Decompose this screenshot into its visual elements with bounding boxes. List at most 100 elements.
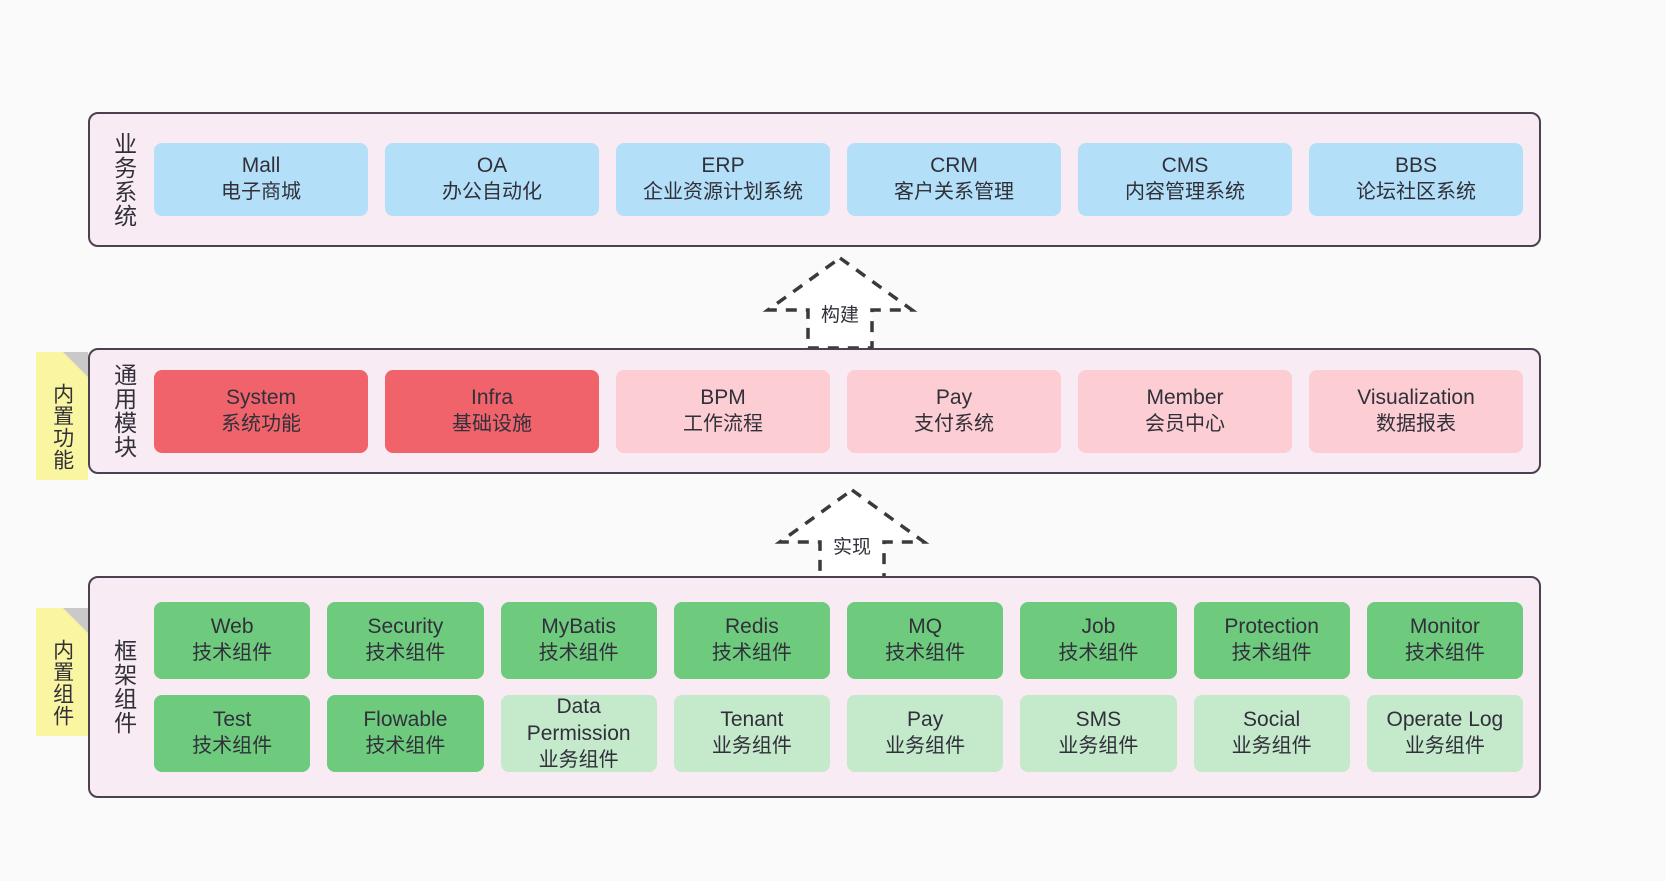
connector-label-realize: 实现 (832, 537, 871, 558)
connector-label-build: 构建 (820, 305, 859, 326)
module-card-subtitle: 业务组件 (885, 735, 966, 758)
module-card-name: Redis (725, 615, 779, 639)
module-card-erp[interactable]: ERP 企业资源计划系统 (616, 143, 830, 216)
module-card-name: Member (1146, 385, 1224, 409)
card-row: System 系统功能 Infra 基础设施 BPM 工作流程 Pay 支付系统… (154, 369, 1523, 453)
module-card-subtitle: 技术组件 (711, 642, 792, 665)
module-card-subtitle: 技术组件 (1231, 642, 1312, 665)
module-card-subtitle: 办公自动化 (442, 181, 542, 204)
module-card-name: BPM (700, 385, 746, 409)
card-row: Web 技术组件 Security 技术组件 MyBatis 技术组件 Redi… (154, 602, 1523, 679)
layer-business-system: 业务系统 Mall 电子商城 OA 办公自动化 ERP 企业资源计划系统 CRM… (88, 112, 1541, 247)
card-row: Mall 电子商城 OA 办公自动化 ERP 企业资源计划系统 CRM 客户关系… (154, 143, 1523, 216)
module-card-bpm[interactable]: BPM 工作流程 (616, 369, 830, 453)
module-card-subtitle: 技术组件 (1058, 642, 1139, 665)
module-card-name: Protection (1224, 615, 1319, 639)
module-card-security[interactable]: Security 技术组件 (327, 602, 484, 679)
module-card-name: Infra (470, 385, 514, 409)
module-card-subtitle: 技术组件 (885, 642, 966, 665)
module-card-test[interactable]: Test 技术组件 (154, 695, 311, 772)
module-card-social[interactable]: Social 业务组件 (1193, 695, 1350, 772)
module-card-name: SMS (1075, 708, 1122, 732)
module-card-crm[interactable]: CRM 客户关系管理 (847, 143, 1061, 216)
module-card-subtitle: 业务组件 (1058, 735, 1139, 758)
module-card-name: Flowable (363, 708, 448, 732)
module-card-pay[interactable]: Pay 支付系统 (847, 369, 1061, 453)
module-card-name: CRM (930, 154, 978, 178)
module-card-operate-log[interactable]: Operate Log 业务组件 (1366, 695, 1523, 772)
module-card-subtitle: 基础设施 (452, 412, 532, 435)
module-card-mq[interactable]: MQ 技术组件 (847, 602, 1004, 679)
layer-common-module: 通用模块 System 系统功能 Infra 基础设施 BPM 工作流程 Pay… (88, 348, 1541, 474)
module-card-name: Mall (241, 154, 281, 178)
card-row: Test 技术组件 Flowable 技术组件 Data Permission … (154, 695, 1523, 772)
module-card-infra[interactable]: Infra 基础设施 (385, 369, 599, 453)
module-card-redis[interactable]: Redis 技术组件 (673, 602, 830, 679)
module-card-mall[interactable]: Mall 电子商城 (154, 143, 368, 216)
module-card-name: Web (210, 615, 254, 639)
module-card-subtitle: 工作流程 (683, 412, 763, 435)
module-card-subtitle: 数据报表 (1376, 412, 1456, 435)
module-card-subtitle: 论坛社区系统 (1356, 181, 1476, 204)
module-card-sms[interactable]: SMS 业务组件 (1020, 695, 1177, 772)
module-card-subtitle: 系统功能 (221, 412, 301, 435)
connector-realize: 实现 (772, 486, 932, 582)
module-card-tenant[interactable]: Tenant 业务组件 (673, 695, 830, 772)
module-card-name: Tenant (720, 708, 784, 732)
layer-title-common-module: 通用模块 (110, 363, 137, 459)
module-card-name: Visualization (1357, 385, 1475, 409)
layer-framework-component: 框架组件 Web 技术组件 Security 技术组件 MyBatis 技术组件… (88, 576, 1541, 798)
module-card-name: Social (1243, 708, 1301, 732)
module-card-bbs[interactable]: BBS 论坛社区系统 (1309, 143, 1523, 216)
module-card-name: MQ (908, 615, 943, 639)
module-card-protection[interactable]: Protection 技术组件 (1193, 602, 1350, 679)
module-card-subtitle: 技术组件 (1404, 642, 1485, 665)
module-card-system[interactable]: System 系统功能 (154, 369, 368, 453)
module-card-subtitle: 技术组件 (365, 735, 446, 758)
module-card-name: Pay (907, 708, 944, 732)
module-card-name: Security (367, 615, 444, 639)
module-card-visualization[interactable]: Visualization 数据报表 (1309, 369, 1523, 453)
module-card-mybatis[interactable]: MyBatis 技术组件 (500, 602, 657, 679)
layer-title-business-system: 业务系统 (110, 131, 137, 228)
connector-build: 构建 (760, 254, 920, 350)
module-card-name: Monitor (1409, 615, 1480, 639)
module-card-subtitle: 技术组件 (538, 642, 619, 665)
module-card-data-permission[interactable]: Data Permission 业务组件 (500, 695, 657, 772)
module-card-cms[interactable]: CMS 内容管理系统 (1078, 143, 1292, 216)
module-card-oa[interactable]: OA 办公自动化 (385, 143, 599, 216)
dashed-generalization-arrow-icon (762, 255, 918, 350)
module-card-name: OA (476, 154, 508, 178)
module-card-subtitle: 技术组件 (192, 642, 273, 665)
module-card-pay-business[interactable]: Pay 业务组件 (847, 695, 1004, 772)
module-card-subtitle: 业务组件 (1231, 735, 1312, 758)
module-card-name: Operate Log (1386, 708, 1504, 732)
module-card-subtitle: 企业资源计划系统 (643, 181, 803, 204)
module-card-web[interactable]: Web 技术组件 (154, 602, 311, 679)
module-card-subtitle: 内容管理系统 (1125, 181, 1245, 204)
module-card-name: Job (1081, 615, 1116, 639)
module-card-job[interactable]: Job 技术组件 (1020, 602, 1177, 679)
module-card-subtitle: 技术组件 (192, 735, 273, 758)
module-card-name: MyBatis (541, 615, 616, 639)
module-card-monitor[interactable]: Monitor 技术组件 (1366, 602, 1523, 679)
module-card-subtitle: 客户关系管理 (894, 181, 1014, 204)
module-card-flowable[interactable]: Flowable 技术组件 (327, 695, 484, 772)
module-card-member[interactable]: Member 会员中心 (1078, 369, 1292, 453)
module-card-subtitle: 业务组件 (1404, 735, 1485, 758)
module-card-name: Pay (935, 385, 973, 409)
layer-body-framework-component: Web 技术组件 Security 技术组件 MyBatis 技术组件 Redi… (146, 578, 1539, 796)
module-card-subtitle: 业务组件 (538, 748, 619, 771)
sticky-note-builtin-features: 内置功能 (36, 352, 88, 480)
dashed-generalization-arrow-icon (774, 487, 930, 582)
module-card-name: System (225, 385, 296, 409)
layer-body-common-module: System 系统功能 Infra 基础设施 BPM 工作流程 Pay 支付系统… (146, 350, 1539, 472)
module-card-subtitle: 支付系统 (914, 412, 994, 435)
module-card-name: ERP (701, 154, 745, 178)
sticky-note-builtin-components: 内置组件 (36, 608, 88, 736)
module-card-name: Data Permission (526, 695, 631, 745)
module-card-subtitle: 电子商城 (221, 181, 301, 204)
layer-body-business-system: Mall 电子商城 OA 办公自动化 ERP 企业资源计划系统 CRM 客户关系… (146, 114, 1539, 245)
module-card-name: Test (212, 708, 252, 732)
